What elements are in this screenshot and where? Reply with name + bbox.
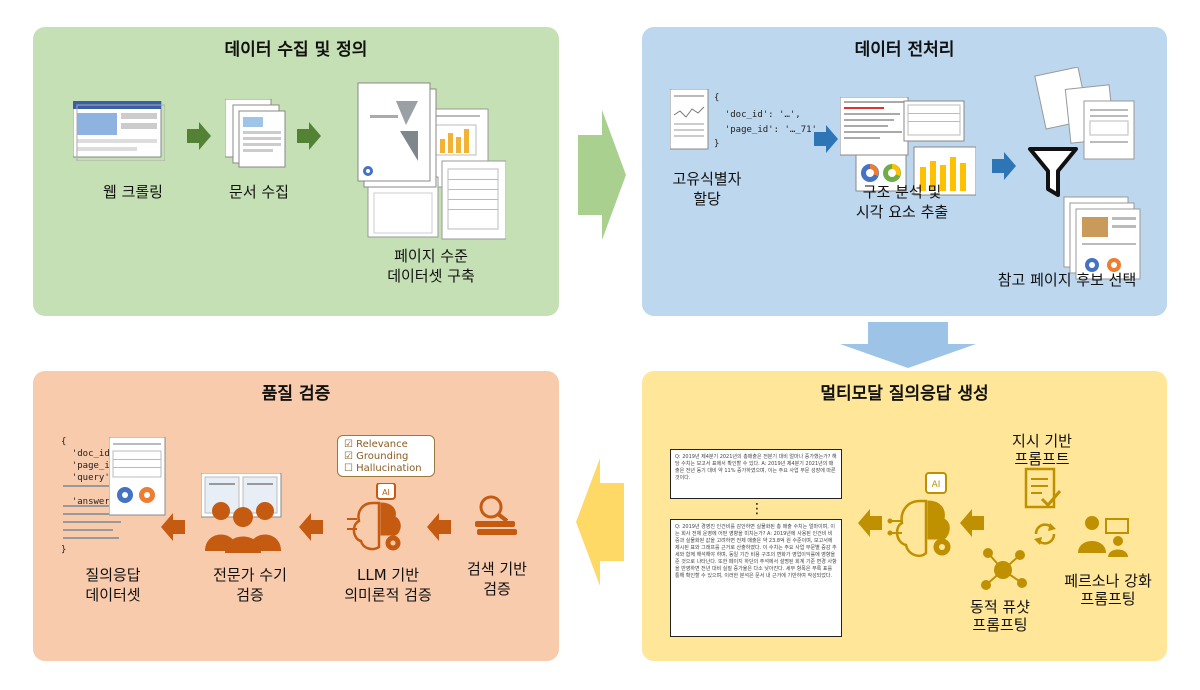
panel-title: 데이터 전처리 — [854, 40, 955, 60]
label-fewshot-line2: 프롬프팅 — [972, 616, 1028, 634]
label-instruction-line2: 프롬프트 — [1014, 450, 1070, 468]
panel-title: 품질 검증 — [261, 384, 331, 404]
criteria-hallucination: ☐ Hallucination — [344, 463, 422, 474]
panel-quality-check: 품질 검증 { 'doc_id': 'page_id' 'query': '2 … — [33, 371, 559, 661]
label-llm-line1: LLM 기반 — [356, 566, 420, 584]
label-select-candidates: 참고 페이지 후보 선택 — [997, 271, 1137, 289]
label-qa-dataset-line2: 데이터셋 — [85, 586, 141, 604]
arrow-left — [858, 509, 882, 541]
label-instruction-line1: 지시 기반 — [1012, 432, 1072, 450]
ai-brain-icon: AI — [345, 482, 415, 553]
arrow-right — [992, 152, 1016, 184]
ai-brain-icon: AI — [886, 471, 956, 561]
qa-text-lines — [63, 483, 135, 543]
structure-analysis-thumbnail — [839, 96, 977, 197]
label-web-crawling: 웹 크롤링 — [103, 183, 163, 201]
svg-text:AI: AI — [382, 488, 390, 497]
label-expert-line1: 전문가 수기 — [213, 566, 287, 584]
checked-icon: ☑ — [344, 439, 353, 450]
panel-data-collection: 데이터 수집 및 정의 — [33, 27, 559, 316]
unchecked-icon: ☐ — [344, 463, 353, 474]
label-uid-line2: 할당 — [693, 190, 721, 208]
json-line: } — [61, 545, 67, 555]
json-line: 'page_id' — [61, 461, 121, 471]
arrow-left — [427, 513, 451, 545]
svg-text:AI: AI — [932, 480, 941, 490]
label-uid-line1: 고유식별자 — [672, 170, 742, 188]
candidate-pages-stack — [1018, 66, 1158, 287]
arrow-right — [814, 125, 838, 157]
document-thumbnail — [108, 436, 167, 517]
criteria-relevance: ☑ Relevance — [344, 439, 408, 450]
label-qa-dataset-line1: 질의응답 — [85, 566, 141, 584]
arrow-collect-to-preprocess — [578, 110, 626, 244]
label-fewshot-line1: 동적 퓨샷 — [970, 598, 1030, 616]
label-persona-line2: 프롬프팅 — [1080, 590, 1136, 608]
search-stack-icon — [471, 495, 521, 541]
qa-sample-short: Q: 2019년 제4분기 2021년의 총매출은 전분기 대비 얼마나 증가했… — [670, 449, 842, 499]
code-line: 'page_id': '…_71' — [714, 125, 817, 135]
label-llm-line2: 의미론적 검증 — [344, 586, 432, 604]
label-struct-line2: 시각 요소 추출 — [855, 203, 949, 221]
arrow-left — [960, 509, 984, 541]
arrow-right — [297, 122, 321, 154]
code-line: { — [714, 93, 720, 103]
page-dataset-stack — [356, 81, 507, 241]
code-line: } — [714, 139, 720, 149]
arrow-preprocess-to-generate — [840, 322, 976, 372]
document-stack-thumbnail — [224, 98, 287, 169]
panel-title: 데이터 수집 및 정의 — [224, 40, 368, 60]
label-search-line2: 검증 — [483, 580, 511, 598]
arrow-left — [299, 513, 323, 545]
label-page-dataset-line1: 페이지 수준 — [394, 247, 468, 265]
panel-qa-generation: 멀티모달 질의응답 생성 Q: 2019년 제4분기 2021년의 총매출은 전… — [642, 371, 1167, 661]
network-icon — [978, 545, 1028, 595]
json-line: 'doc_id': — [61, 449, 121, 459]
panel-preprocessing: 데이터 전처리 { 'doc_id': '…', 'page_id': '…_7… — [642, 27, 1167, 316]
instruction-doc-icon — [1024, 467, 1064, 513]
ellipsis: ⋮ — [750, 501, 764, 517]
web-page-thumbnail — [72, 100, 166, 162]
label-doc-collect: 문서 수집 — [229, 183, 289, 201]
code-line: 'doc_id': '…', — [714, 110, 801, 120]
json-line: 'answer': — [61, 497, 121, 507]
label-search-line1: 검색 기반 — [467, 560, 527, 578]
document-thumbnail — [669, 88, 710, 151]
label-page-dataset-line2: 데이터셋 구축 — [387, 267, 475, 285]
arrow-right — [187, 122, 211, 154]
checked-icon: ☑ — [344, 451, 353, 462]
cycle-icon — [1030, 519, 1060, 549]
label-persona-line1: 페르소나 강화 — [1064, 572, 1152, 590]
panel-title: 멀티모달 질의응답 생성 — [820, 384, 989, 404]
label-expert-line2: 검증 — [236, 586, 264, 604]
criteria-grounding: ☑ Grounding — [344, 451, 409, 462]
label-struct-line1: 구조 분석 및 — [862, 183, 942, 201]
qa-sample-long: Q: 2019년 경영진 인건비를 감안하면 실물화된 총 매출 수치는 얼마이… — [670, 519, 842, 637]
arrow-left — [161, 513, 185, 545]
expert-review-icon — [200, 472, 291, 553]
json-line: { — [61, 437, 67, 447]
arrow-generate-to-quality — [576, 458, 624, 590]
validation-criteria-box: ☑ Relevance ☑ Grounding ☐ Hallucination — [337, 435, 435, 477]
persona-icon — [1076, 513, 1132, 557]
